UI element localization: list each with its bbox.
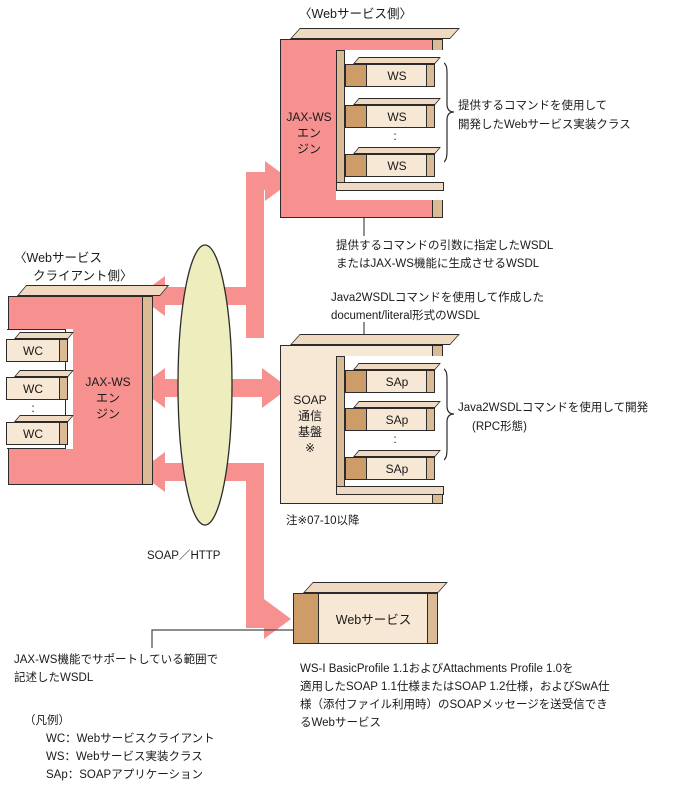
webservice-box[interactable]: Webサービス (293, 582, 448, 644)
soap-http-channel-ellipse (177, 244, 233, 526)
ws-box-1-side (426, 64, 435, 87)
wc-box-3-front (6, 422, 60, 445)
ws-box-2-side (426, 105, 435, 128)
webservice-box-tab (293, 593, 319, 644)
ws-boxes-vertical-dots: : (393, 129, 397, 143)
wsdl-note2-line1: Java2WSDLコマンドを使用して作成した (331, 292, 545, 304)
engine-ws-inner-wall (336, 50, 345, 190)
soap-base-top-face (290, 334, 460, 345)
sap-box-1-label: SAp (385, 374, 409, 389)
wc-box-3[interactable]: WC (6, 415, 74, 445)
ws-box-2-tab (345, 105, 367, 128)
wc-box-2-side (59, 377, 68, 400)
webservice-desc-line2: 適用したSOAP 1.1仕様またはSOAP 1.2仕様，およびSwA仕 (300, 681, 610, 693)
sap-box-2-label: SAp (385, 412, 409, 427)
ws-brace-note-line1: 提供するコマンドを使用して (458, 100, 608, 112)
wc-box-3-top (14, 415, 74, 422)
sap-brace-note-line1: Java2WSDLコマンドを使用して開発 (458, 402, 649, 414)
engine-ws-inner-floor (336, 182, 444, 191)
webservice-box-side (427, 593, 438, 644)
sap-box-1-side (426, 370, 435, 393)
wc-boxes-vertical-dots: : (31, 401, 35, 415)
wsdl-note1-line2: またはJAX-WS機能に生成させるWSDL (336, 258, 540, 270)
ws-box-2-top (353, 98, 441, 105)
ws-box-1-top (353, 57, 441, 64)
sap-box-2[interactable]: SAp (345, 401, 441, 431)
soap-base-inner-floor (336, 486, 444, 495)
sap-box-3[interactable]: SAp (345, 450, 441, 480)
webservice-box-top (303, 582, 448, 593)
ws-box-3-tab (345, 154, 367, 177)
wc-box-3-side (59, 422, 68, 445)
sap-box-2-tab (345, 408, 367, 431)
engine-ws-top-face (290, 28, 460, 39)
wc-box-2[interactable]: WC (6, 370, 74, 400)
soap-base-inner-wall (336, 356, 345, 490)
sap-box-3-side (426, 457, 435, 480)
wsdl-note2-line2: document/literal形式のWSDL (331, 310, 480, 322)
ws-box-2[interactable]: WS (345, 98, 441, 128)
jaxws-scope-note-line1: JAX-WS機能でサポートしている範囲で (14, 654, 219, 666)
brace-sap-boxes (439, 367, 455, 462)
sap-box-3-label: SAp (385, 461, 409, 476)
wc-box-2-label: WC (23, 381, 43, 396)
legend-item-ws: WS：Webサービス実装クラス (46, 751, 203, 763)
legend-title: （凡例） (24, 715, 70, 727)
wc-box-1-side (59, 339, 68, 362)
wc-box-3-label: WC (23, 426, 43, 441)
arrow-client-to-ws-engine (246, 161, 292, 338)
webservice-desc-line1: WS-I BasicProfile 1.1およびAttachments Prof… (300, 663, 574, 675)
page-title-client-side-line2: クライアント側〉 (33, 269, 133, 283)
brace-ws-boxes (439, 61, 455, 164)
soap-base-footnote: 注※07-10以降 (286, 515, 360, 527)
sap-box-1[interactable]: SAp (345, 363, 441, 393)
wc-box-1-label: WC (23, 343, 43, 358)
page-title-webservice-side: 〈Webサービス側〉 (299, 7, 412, 21)
page-title-client-side-line1: 〈Webサービス (14, 251, 102, 265)
wc-box-1-front (6, 339, 60, 362)
sap-box-2-side (426, 408, 435, 431)
sap-brace-note-line2: (RPC形態) (472, 421, 527, 433)
webservice-box-label: Webサービス (335, 613, 412, 627)
ws-box-3-top (353, 147, 441, 154)
webservice-desc-line3: 様（添付ファイル利用時）のSOAPメッセージを送受信でき (300, 699, 608, 711)
engine-client-side-face (142, 296, 153, 485)
sap-box-1-top (353, 363, 441, 370)
wc-box-2-top (14, 370, 74, 377)
arrow-client-to-webservice (138, 452, 291, 639)
sap-box-3-tab (345, 457, 367, 480)
wsdl-note1-line1: 提供するコマンドの引数に指定したWSDL (336, 240, 554, 252)
wc-box-1-top (14, 332, 74, 339)
legend-item-wc: WC：Webサービスクライアント (46, 733, 215, 745)
ws-box-3-side (426, 154, 435, 177)
wc-box-1[interactable]: WC (6, 332, 74, 362)
jaxws-scope-note-line2: 記述したWSDL (14, 672, 94, 684)
webservice-desc-line4: るWebサービス (300, 717, 381, 729)
ws-box-1[interactable]: WS (345, 57, 441, 87)
sap-box-2-top (353, 401, 441, 408)
legend-item-sap: SAp：SOAPアプリケーション (46, 769, 203, 781)
ws-box-1-label: WS (387, 68, 407, 83)
engine-client-top-face (17, 285, 170, 296)
sap-box-1-tab (345, 370, 367, 393)
ws-brace-note-line2: 開発したWebサービス実装クラス (458, 119, 631, 131)
ws-box-3-label: WS (387, 158, 407, 173)
protocol-label: SOAP／HTTP (147, 550, 221, 562)
ws-box-3[interactable]: WS (345, 147, 441, 177)
leader-jaxws-scope-note (151, 629, 305, 648)
sap-boxes-vertical-dots: : (393, 432, 397, 446)
ws-box-1-tab (345, 64, 367, 87)
wc-box-2-front (6, 377, 60, 400)
sap-box-3-top (353, 450, 441, 457)
ws-box-2-label: WS (387, 109, 407, 124)
